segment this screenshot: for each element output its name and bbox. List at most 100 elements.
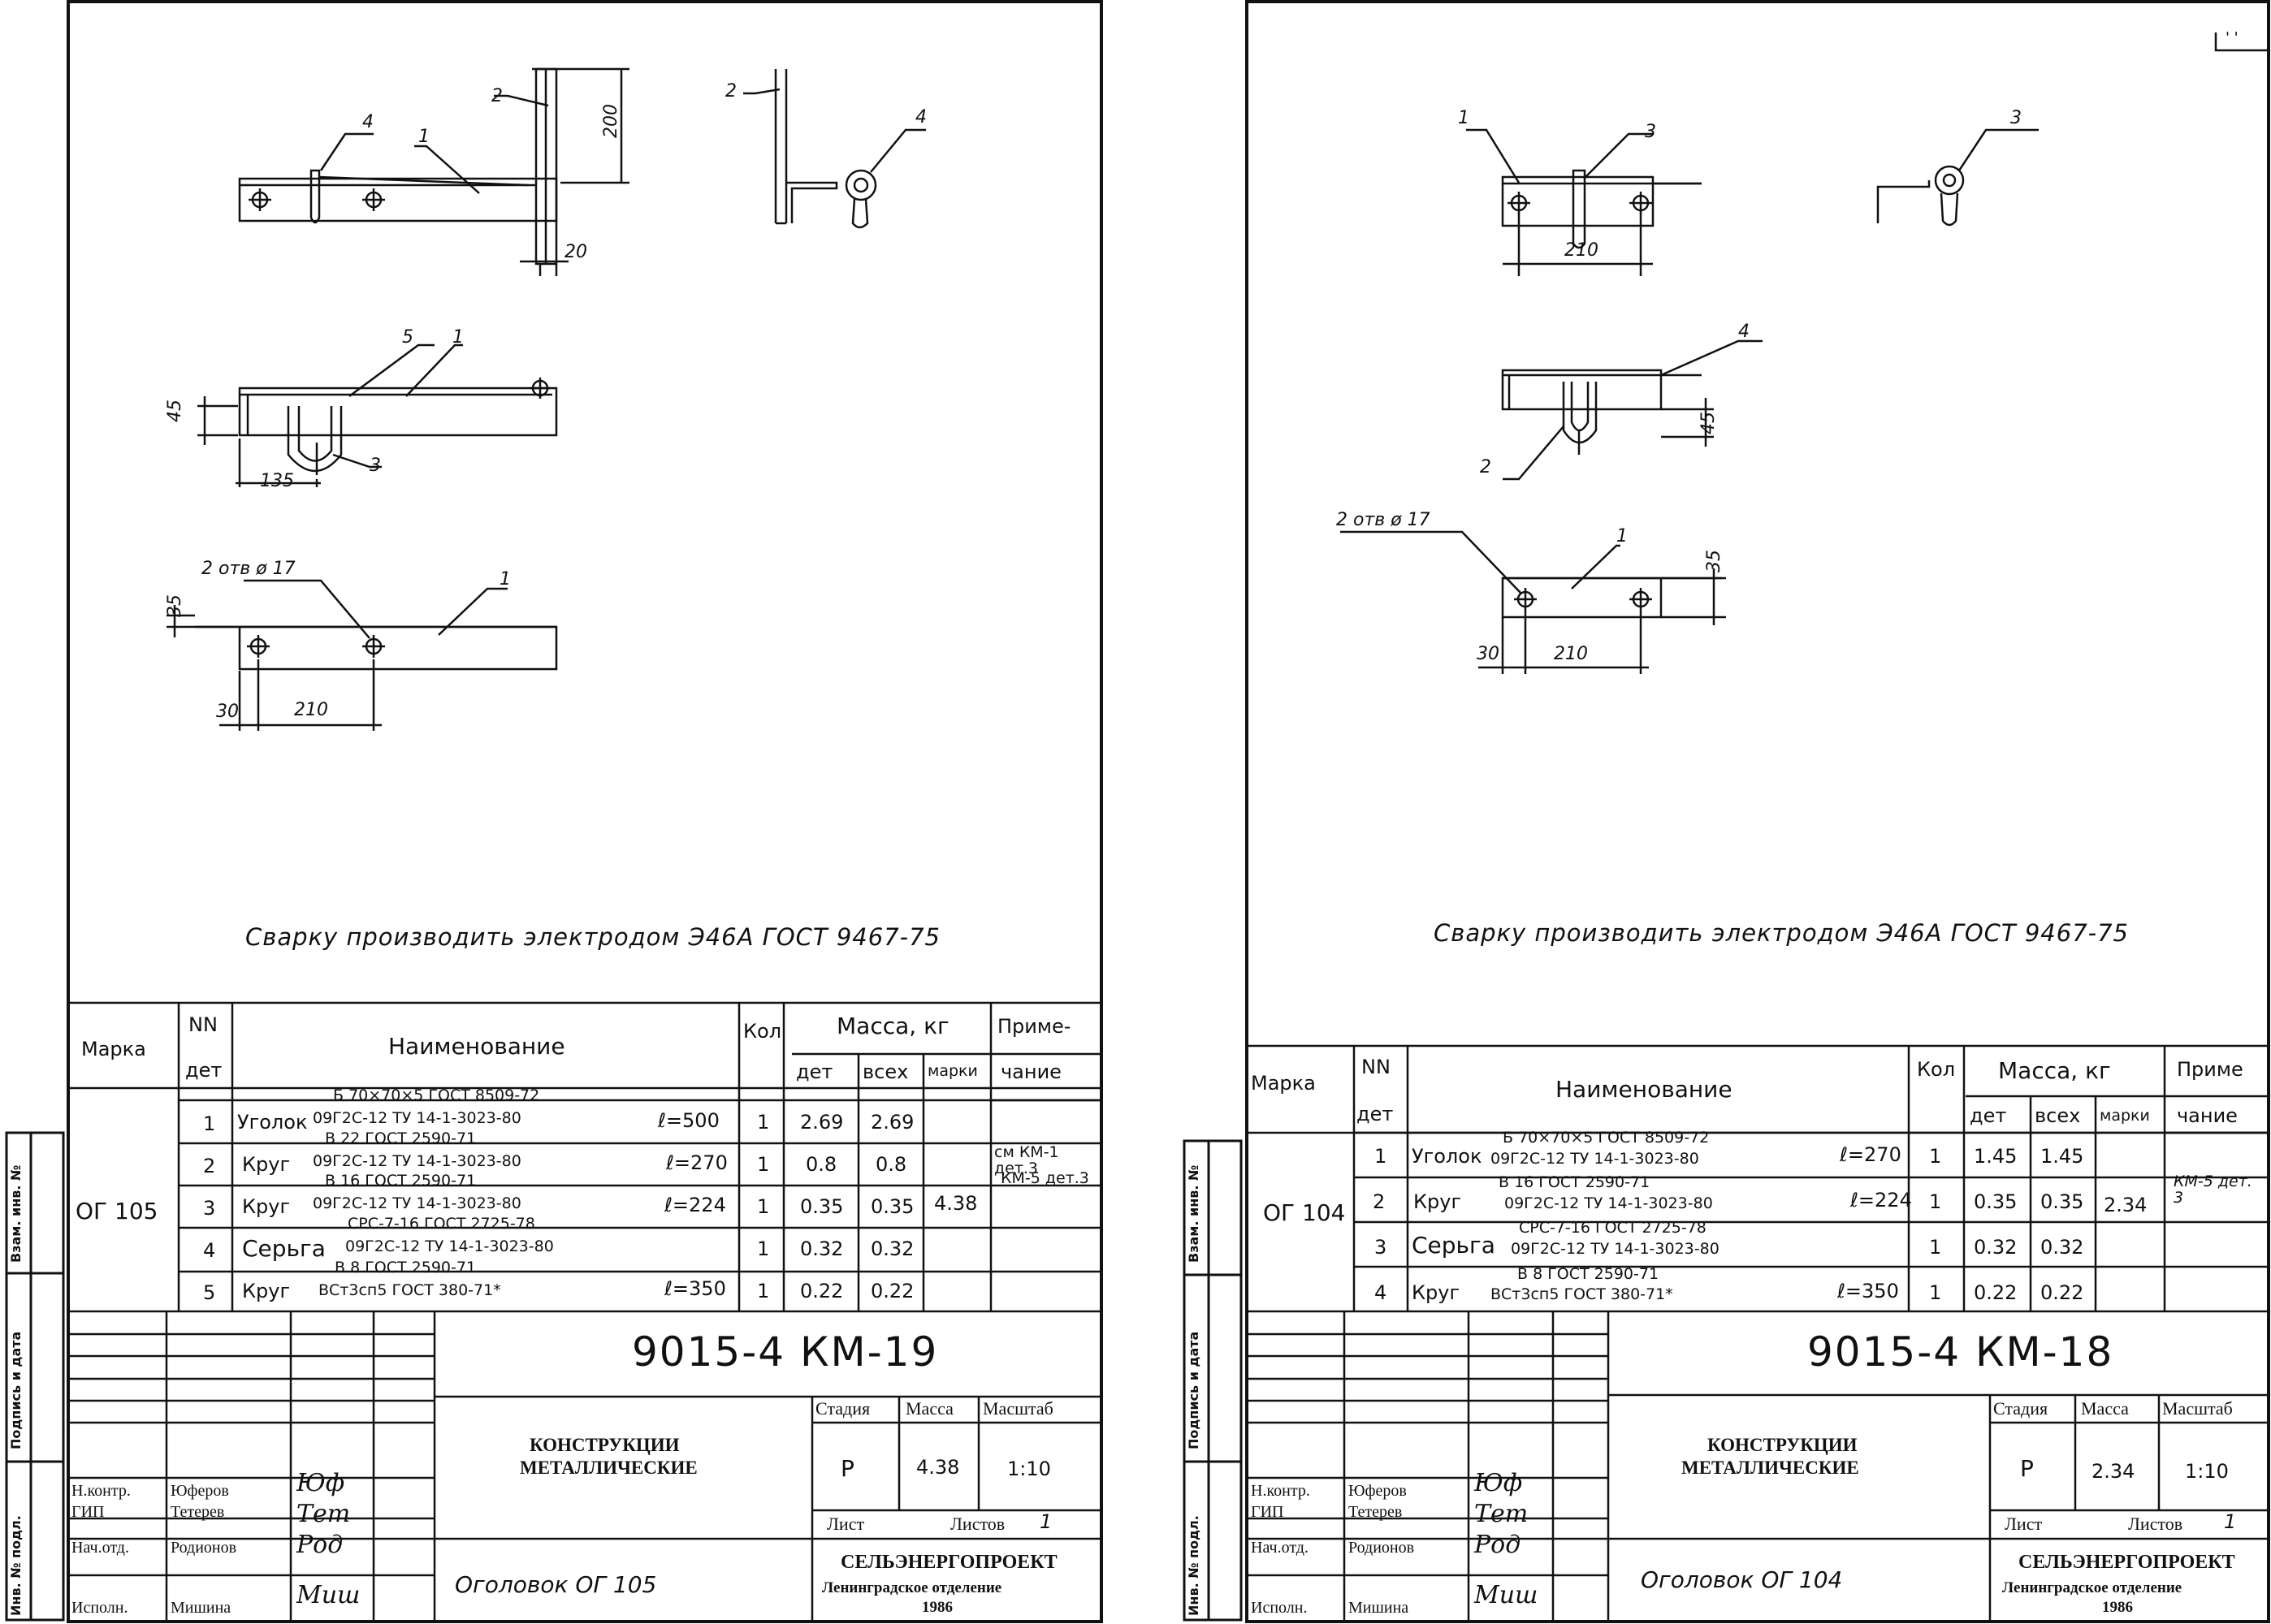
- role-ispoln: Исполн.: [1251, 1599, 1308, 1617]
- desc-line-1: КОНСТРУКЦИИ: [530, 1435, 680, 1455]
- hdr-marki: марки: [928, 1062, 978, 1080]
- sheet-1-title-grid: [68, 1311, 1101, 1622]
- dim-45: 45: [1698, 412, 1719, 434]
- sheets-count: 1: [2224, 1510, 2237, 1533]
- row-len: ℓ=224: [664, 1194, 726, 1216]
- row-n: 1: [1374, 1145, 1387, 1168]
- dim-35: 35: [1704, 550, 1724, 572]
- sheet-label: Лист: [827, 1514, 865, 1534]
- row-m2: 0.22: [871, 1280, 915, 1302]
- row-n: 2: [1373, 1190, 1386, 1213]
- callout-3: 3: [370, 456, 381, 476]
- item-name: Оголовок ОГ 104: [1641, 1566, 1843, 1593]
- hdr-prim-b: чание: [2177, 1104, 2238, 1127]
- sheet-1-spec-grid: [68, 1001, 1101, 1313]
- row-len: ℓ=500: [658, 1109, 720, 1132]
- dim-210: 210: [294, 700, 328, 720]
- row-name: Уголок: [1412, 1145, 1482, 1168]
- edge-label-podpis-2: Подпись и дата: [1186, 1331, 1201, 1449]
- row-bottom: ВСт3сп5 ГОСТ 380-71*: [1490, 1285, 1673, 1303]
- row-name: Серьга: [1412, 1232, 1495, 1259]
- desc-line-2: МЕТАЛЛИЧЕСКИЕ: [1681, 1458, 1859, 1478]
- hdr-det: дет: [796, 1060, 833, 1083]
- role-gip: ГИП: [71, 1503, 105, 1521]
- row-len: ℓ=350: [664, 1277, 726, 1300]
- row-top: СРС-7-16 ГОСТ 2725-78: [1519, 1219, 1706, 1237]
- role-gip: ГИП: [1251, 1503, 1284, 1521]
- signature-nkontr: Юф: [296, 1469, 345, 1497]
- row-top: Б 70×70×5 ГОСТ 8509-72: [333, 1086, 540, 1104]
- welding-note: Сварку производить электродом Э46А ГОСТ …: [245, 923, 941, 951]
- corner-mark-text: ' ': [2226, 29, 2239, 46]
- hdr-nn: NN: [188, 1013, 218, 1036]
- sheet-1-views: [167, 67, 926, 731]
- row-note: КМ-5 дет. 3: [2174, 1173, 2252, 1207]
- row-kol: 1: [1929, 1145, 1942, 1168]
- name-nkontr: Юферов: [171, 1482, 229, 1500]
- row-m2: 2.69: [871, 1111, 915, 1134]
- org-year: 1986: [922, 1599, 953, 1616]
- signature-gip: Тет: [1474, 1500, 1529, 1528]
- edge-label-inv-podl-1: Инв. № подл.: [8, 1515, 24, 1616]
- dim-35: 35: [165, 594, 185, 617]
- row-len: ℓ=270: [1840, 1143, 1901, 1166]
- hdr-vseh: всех: [863, 1060, 909, 1083]
- mass-label: Масса: [906, 1398, 954, 1419]
- row-name: Серьга: [242, 1235, 326, 1262]
- signature-ispoln: Миш: [1474, 1581, 1538, 1609]
- hdr-kol: Кол: [1917, 1058, 1956, 1081]
- dim-135: 135: [260, 471, 294, 491]
- name-nachotd: Родионов: [1348, 1539, 1415, 1557]
- row-bottom: 09Г2С-12 ТУ 14-1-3023-80: [313, 1152, 521, 1170]
- row-m2: 0.8: [876, 1153, 907, 1176]
- row-m1: 0.35: [1974, 1190, 2018, 1213]
- row-name: Круг: [242, 1153, 291, 1176]
- hdr-nn-det: дет: [1356, 1103, 1394, 1125]
- org-year: 1986: [2102, 1599, 2133, 1616]
- org-branch: Ленинградское отделение: [2002, 1579, 2182, 1596]
- mass-label: Масса: [2081, 1398, 2129, 1419]
- row-top: В 16 ГОСТ 2590-71: [1499, 1173, 1650, 1191]
- row-top: В 8 ГОСТ 2590-71: [335, 1259, 477, 1276]
- dim-200: 200: [601, 104, 621, 138]
- hdr-mass: Масса, кг: [1998, 1057, 2111, 1084]
- hdr-prim-b: чание: [1001, 1060, 1062, 1083]
- row-m1: 2.69: [800, 1111, 844, 1134]
- sheet-1-frame: [67, 0, 1103, 1623]
- hdr-marki: марки: [2100, 1107, 2150, 1125]
- org-branch: Ленинградское отделение: [822, 1579, 1002, 1596]
- hdr-nn-det: дет: [185, 1059, 223, 1082]
- name-ispoln: Мишина: [171, 1599, 231, 1617]
- row-bottom: 09Г2С-12 ТУ 14-1-3023-80: [1490, 1150, 1699, 1168]
- row-bottom: 09Г2С-12 ТУ 14-1-3023-80: [1504, 1194, 1713, 1212]
- desc-line-2: МЕТАЛЛИЧЕСКИЕ: [520, 1458, 698, 1478]
- dim-210: 210: [1554, 644, 1588, 664]
- sheets-label: Листов: [2128, 1514, 2183, 1534]
- name-gip: Тетерев: [171, 1503, 225, 1521]
- hdr-kol: Кол: [743, 1020, 782, 1043]
- row-top: В 16 ГОСТ 2590-71: [325, 1172, 477, 1190]
- row-bottom: 09Г2С-12 ТУ 14-1-3023-80: [313, 1194, 521, 1212]
- mass-value: 2.34: [2091, 1460, 2135, 1483]
- hdr-name: Наименование: [1555, 1076, 1732, 1103]
- hdr-name: Наименование: [388, 1033, 565, 1060]
- org-name: СЕЛЬЭНЕРГОПРОЕКТ: [2018, 1552, 2235, 1573]
- row-name: Круг: [242, 1195, 291, 1218]
- dim-30: 30: [1477, 644, 1499, 664]
- row-m1: 0.35: [800, 1195, 844, 1218]
- callout-1: 1: [1458, 108, 1469, 128]
- row-m2: 0.32: [2040, 1236, 2084, 1259]
- row-kol: 1: [1929, 1236, 1942, 1259]
- dim-210-top: 210: [1564, 240, 1598, 261]
- callout-1-plan: 1: [452, 327, 464, 348]
- holes-note: 2 отв ø 17: [1336, 510, 1430, 530]
- holes-note: 2 отв ø 17: [201, 559, 296, 579]
- scale-value: 1:10: [2185, 1460, 2229, 1483]
- role-nachotd: Нач.отд.: [71, 1539, 129, 1557]
- role-nkontr: Н.контр.: [1251, 1482, 1310, 1500]
- row-n: 3: [203, 1197, 216, 1220]
- mass-value: 4.38: [916, 1456, 960, 1479]
- edge-label-podpis-1: Подпись и дата: [8, 1331, 24, 1449]
- row-m1: 0.8: [806, 1153, 837, 1176]
- dim-20: 20: [565, 242, 587, 262]
